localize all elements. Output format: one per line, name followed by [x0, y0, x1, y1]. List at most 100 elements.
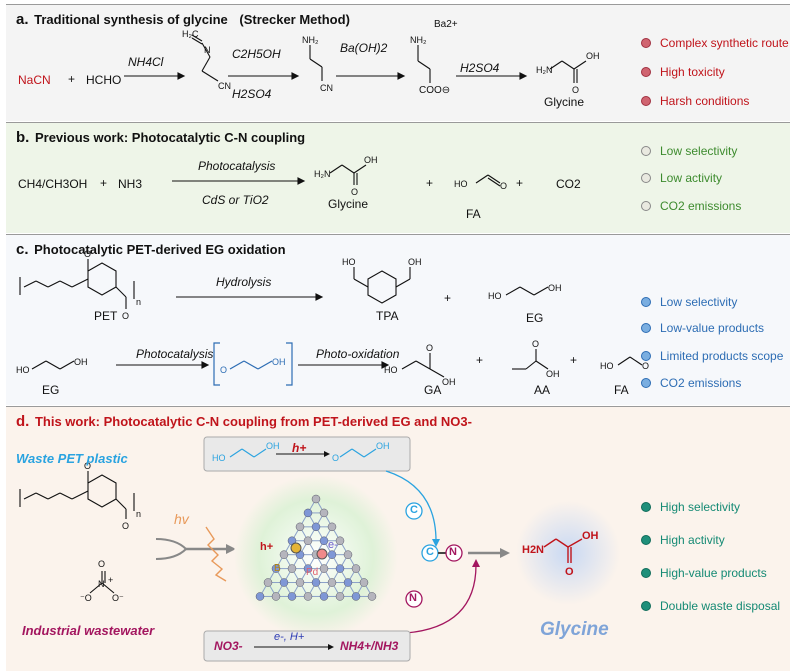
aa-label: AA	[534, 383, 551, 397]
lattice-atom	[271, 592, 281, 601]
svg-text:HO: HO	[384, 365, 398, 375]
fa-label-c: FA	[614, 383, 629, 397]
bullet-b-3: CO2 emissions	[660, 199, 742, 213]
svg-text:O: O	[84, 249, 91, 259]
svg-text:OH: OH	[442, 377, 456, 387]
bullet-a-3: Harsh conditions	[660, 94, 750, 108]
svg-text:OH: OH	[408, 257, 422, 267]
svg-text:H2N: H2N	[522, 544, 544, 556]
lattice-atom	[351, 564, 361, 573]
lattice-atom	[255, 592, 265, 601]
lattice-atom	[287, 564, 297, 573]
lattice-atom	[287, 592, 297, 601]
panel-a-title-suffix: (Strecker Method)	[239, 12, 350, 27]
eg-label-1: EG	[526, 311, 544, 325]
svg-text:HO: HO	[16, 365, 30, 375]
electron-label: e-	[328, 539, 338, 551]
lattice-atom	[319, 592, 329, 601]
lattice-atom	[319, 536, 329, 546]
panel-d: d. This work: Photocatalytic C-N couplin…	[6, 406, 790, 671]
svg-text:OH: OH	[586, 51, 600, 61]
boron-label: B	[274, 563, 281, 574]
svg-text:O: O	[98, 559, 105, 569]
glycine-title: Glycine	[540, 619, 609, 640]
svg-text:OH: OH	[364, 155, 378, 165]
nitrogen-circle: N	[449, 546, 457, 558]
panel-c-title: Photocatalytic PET-derived EG oxidation	[34, 242, 286, 257]
carbon-circle: C	[426, 546, 434, 558]
catalyst-label-b: CdS or TiO2	[202, 193, 269, 207]
reagent-h2so4-a: H2SO4	[232, 87, 272, 101]
plus-sign: +	[426, 176, 434, 190]
lattice-atom	[303, 564, 313, 573]
hcho-label: HCHO	[86, 73, 122, 87]
reagent-nh4cl: NH4Cl	[128, 55, 164, 69]
svg-text:OH: OH	[582, 530, 599, 542]
svg-text:O: O	[572, 85, 579, 95]
lattice-atom	[327, 522, 337, 532]
nitrogen-circle-bottom: N	[409, 592, 417, 604]
ga-label: GA	[424, 383, 442, 397]
bullet-c-2: Low-value products	[660, 321, 765, 335]
reagent-ethanol: C2H5OH	[232, 47, 281, 61]
panel-b-title: Previous work: Photocatalytic C-N coupli…	[34, 130, 306, 145]
photocatalysis-label-b: Photocatalysis	[198, 159, 276, 173]
svg-text:n: n	[136, 509, 141, 519]
panel-c-letter: c.	[16, 241, 29, 258]
svg-text:⁻O: ⁻O	[80, 593, 92, 603]
svg-text:O: O	[122, 311, 129, 321]
plus-sign: +	[444, 291, 452, 305]
catalyst-lattice-icon	[255, 494, 377, 601]
svg-text:O: O	[220, 365, 227, 375]
svg-text:O: O	[122, 521, 129, 531]
lattice-atom	[295, 578, 305, 587]
lattice-atom	[327, 578, 337, 587]
reagent-h2so4-b: H2SO4	[460, 61, 500, 75]
bullet-a-1: Complex synthetic route	[660, 36, 789, 50]
svg-text:O: O	[351, 187, 358, 197]
svg-text:H₂C: H₂C	[182, 29, 199, 39]
carbon-circle-top: C	[410, 504, 418, 516]
lattice-atom	[359, 578, 369, 587]
hv-label: hv	[174, 511, 189, 527]
panel-b-letter: b.	[16, 129, 30, 146]
intermediate-brackets	[213, 342, 293, 386]
photo-oxidation-label: Photo-oxidation	[316, 347, 400, 361]
lattice-atom	[367, 592, 377, 601]
svg-text:O: O	[565, 566, 574, 578]
plus-sign: +	[68, 72, 76, 86]
svg-text:OH: OH	[548, 283, 562, 293]
svg-text:HO: HO	[212, 453, 226, 463]
panel-d-title: This work: Photocatalytic C-N coupling f…	[34, 414, 472, 429]
svg-text:+: +	[108, 575, 113, 585]
lattice-atom	[263, 578, 273, 587]
ba-ion-label: Ba2+	[434, 19, 458, 30]
lattice-atom	[319, 564, 329, 573]
svg-text:CN: CN	[218, 81, 231, 91]
lattice-atom	[351, 592, 361, 601]
ammonia-label: NH3	[118, 177, 143, 191]
svg-text:HO: HO	[600, 361, 614, 371]
bullet-c-4: CO2 emissions	[660, 376, 742, 390]
svg-text:O: O	[84, 461, 91, 471]
svg-text:H₂N: H₂N	[536, 65, 553, 75]
bullet-b-2: Low activity	[660, 171, 723, 185]
svg-text:H₂N: H₂N	[314, 169, 331, 179]
active-site	[290, 542, 302, 554]
svg-text:OH: OH	[74, 357, 88, 367]
lattice-atom	[335, 536, 345, 546]
panel-a-title: Traditional synthesis of glycine	[34, 12, 228, 27]
fa-product-b: FA	[466, 207, 481, 221]
svg-text:OH: OH	[376, 441, 390, 451]
lattice-atom	[271, 564, 281, 573]
ammonium-label: NH4+/NH3	[340, 639, 399, 653]
svg-text:OH: OH	[272, 357, 286, 367]
lattice-atom	[311, 578, 321, 587]
waste-pet-label: Waste PET plastic	[16, 451, 128, 466]
svg-text:O: O	[426, 343, 433, 353]
svg-text:OH: OH	[266, 441, 280, 451]
bottom-arrow-label: e-, H+	[274, 631, 305, 643]
svg-text:OH: OH	[546, 369, 560, 379]
